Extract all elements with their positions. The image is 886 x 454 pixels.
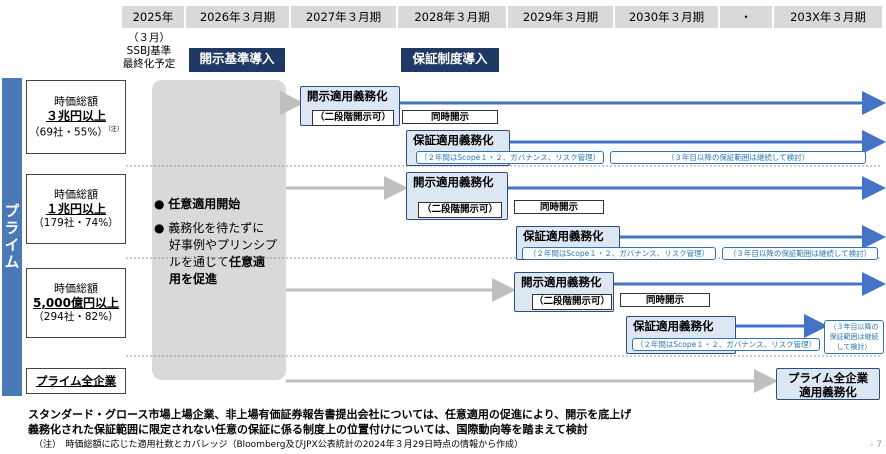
page-number: - 7 (870, 440, 882, 450)
voluntary-body-line1: 義務化を待たずに (168, 221, 265, 235)
simultaneous-t3: 同時開示 (620, 293, 710, 307)
tier-3trillion-note: （注） (107, 125, 123, 133)
voluntary-heading-text: 任意適用開始 (168, 197, 241, 211)
voluntary-heading: ● 任意適用開始 (154, 196, 286, 213)
tier-all-prime-label: プライム全企業 (35, 374, 117, 388)
tier-1trillion-line3: （179社・74%） (33, 217, 119, 229)
all-prime-line1: プライム全企業 (787, 371, 869, 385)
tier-500billion-line1: 時価総額 (54, 282, 98, 295)
tier-3trillion: 時価総額 ３兆円以上 （69社・55%）（注） (26, 80, 126, 154)
footer-line2: 義務化された保証範囲に限定されない任意の保証に係る制度上の位置付けについては、国… (28, 423, 588, 436)
voluntary-application-panel (152, 80, 286, 380)
two-stage-t3: （二段階開示可） (532, 294, 612, 310)
year-2027: 2027年３月期 (291, 6, 396, 28)
year-2026: 2026年３月期 (186, 6, 289, 28)
tier-500billion-line2: 5,000億円以上 (33, 296, 119, 310)
ssbj-month: （３月） (128, 32, 170, 44)
year-ellipsis: ・ (720, 6, 772, 28)
tier-500billion: 時価総額 5,000億円以上 （294社・82%） (26, 268, 126, 338)
voluntary-body-line2: 好事例やプリンシプ (169, 238, 278, 252)
prime-segment-bar: プライム (2, 78, 22, 396)
ssbj-line2: 最終化予定 (122, 58, 176, 70)
assurance-intro-badge: 保証制度導入 (401, 48, 499, 72)
tier-all-prime: プライム全企業 (26, 368, 126, 394)
ssbj-line1: SSBJ基準 (126, 45, 172, 57)
tier-3trillion-line2: ３兆円以上 (45, 108, 106, 123)
third-year-t1: （３年目以降の保証範囲は継続して検討） (610, 151, 866, 164)
bullet-dot-icon: ● (154, 221, 169, 235)
voluntary-body-line4: 用を促進 (169, 272, 218, 286)
disclosure-mandatory-t3: 開示適用義務化 (514, 272, 614, 312)
simultaneous-t2: 同時開示 (514, 200, 604, 214)
two-year-scope-t2: （２年間はScope１・２、ガバナンス、リスク管理） (522, 247, 716, 260)
year-2030: 2030年３月期 (615, 6, 718, 28)
two-stage-t2: （二段階開示可） (418, 202, 502, 218)
third-year-t3-l1: （３年目以降の (829, 323, 879, 331)
simultaneous-t1: 同時開示 (402, 110, 498, 124)
all-prime-line2: 適用義務化 (799, 385, 857, 399)
disclosure-intro-badge: 開示基準導入 (189, 48, 285, 72)
third-year-t3-l3: して検討） (836, 343, 872, 351)
footer-line1: スタンダード・グロース市場上場企業、非上場有価証券報告書提出会社については、任意… (28, 408, 632, 421)
tier-1trillion: 時価総額 １兆円以上 （179社・74%） (26, 174, 126, 244)
year-2028: 2028年３月期 (398, 6, 506, 28)
tier-3trillion-line1: 時価総額 (54, 94, 98, 108)
footer-note: （注） 時価総額に応じた適用社数とカバレッジ（Bloomberg及びJPX公表統… (34, 440, 524, 450)
all-prime-mandatory: プライム全企業 適用義務化 (776, 368, 880, 400)
tier-1trillion-line1: 時価総額 (54, 188, 98, 201)
third-year-t3-l2: 保証範囲は継続 (829, 333, 879, 341)
tier-500billion-line3: （294社・82%） (33, 311, 119, 323)
two-year-scope-t3: （２年間はScope１・２、ガバナンス、リスク管理） (632, 338, 820, 351)
year-203x: 203X年３月期 (774, 6, 882, 28)
tier-3trillion-line3: （69社・55%）（注） (29, 125, 123, 139)
third-year-t2: （３年目以降の保証範囲は継続して検討） (722, 247, 878, 260)
ssbj-milestone: （３月） SSBJ基準 最終化予定 (112, 32, 186, 71)
two-year-scope-t1: （２年間はScope１・２、ガバナンス、リスク管理） (416, 151, 604, 164)
voluntary-body: ● 義務化を待たずに 好事例やプリンシプ ルを通じて任意適 用を促進 (154, 220, 288, 288)
two-stage-t1: （二段階開示可） (312, 110, 394, 126)
bullet-dot-icon: ● (154, 197, 169, 211)
year-2029: 2029年３月期 (508, 6, 613, 28)
year-2025: 2025年 (122, 6, 184, 28)
tier-1trillion-line2: １兆円以上 (45, 202, 106, 216)
third-year-t3: （３年目以降の 保証範囲は継続 して検討） (824, 320, 884, 354)
